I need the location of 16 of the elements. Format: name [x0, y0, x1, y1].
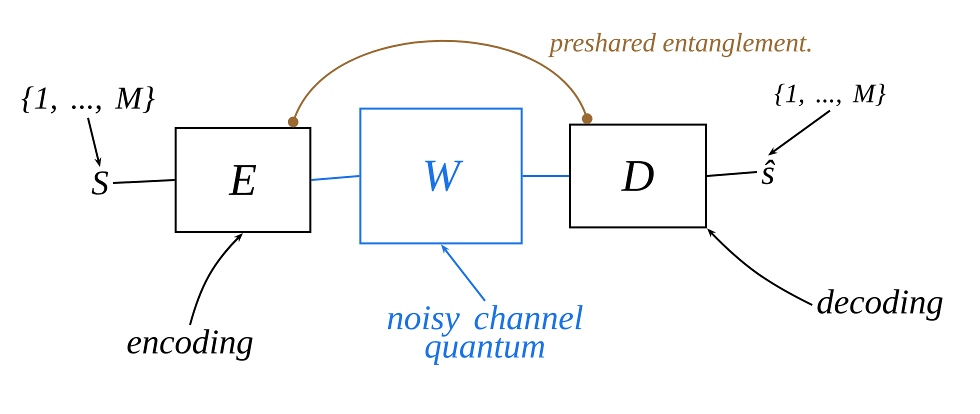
wire [706, 171, 758, 177]
message-set-label: {1, ..., M} [774, 84, 886, 106]
encoding-label: encoding [128, 329, 253, 361]
signal-label: S [92, 171, 108, 195]
decoder-box: D [569, 124, 707, 228]
wire [311, 175, 360, 181]
channel-box: W [359, 108, 523, 244]
arc-connector [288, 40, 593, 128]
output-label: ŝ [762, 160, 776, 184]
edge-label: preshared entanglement. [548, 32, 810, 58]
channel-label: noisy channel quantum [388, 305, 583, 365]
encoder-box: E [174, 127, 312, 233]
message-set-label: {1, ..., M} [22, 86, 155, 114]
wire [522, 175, 569, 177]
decoding-label: decoding [818, 289, 943, 321]
wire [112, 179, 175, 184]
